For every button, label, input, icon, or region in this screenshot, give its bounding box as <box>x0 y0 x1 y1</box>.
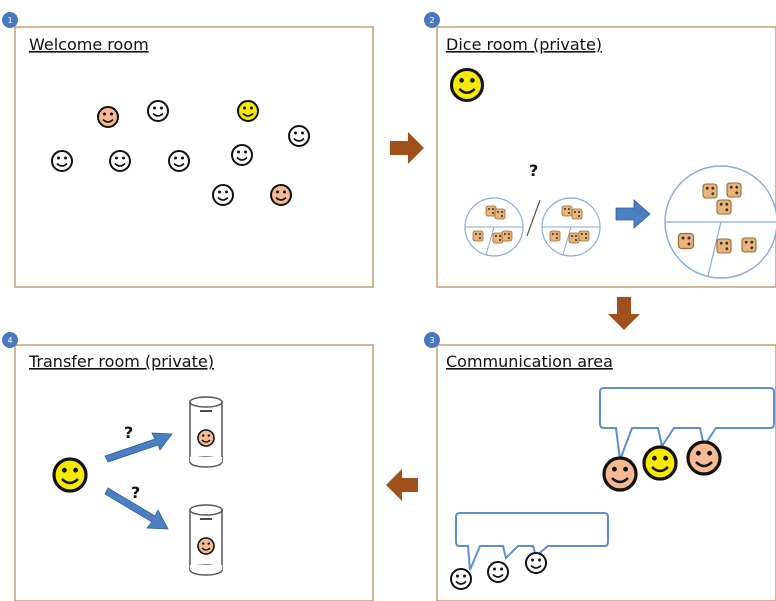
dice-icon <box>568 232 580 244</box>
smiley-icon <box>197 429 215 447</box>
panel-number-badge: 4 <box>2 332 18 348</box>
panel-welcome-room: 1 Welcome room <box>2 12 374 288</box>
panel-transfer-room: 4 Transfer room (private) ? ? <box>2 332 374 601</box>
dice-icon <box>716 238 732 254</box>
panel-number-badge: 3 <box>424 332 440 348</box>
smiley-icon <box>97 106 119 128</box>
smiley-icon <box>450 568 472 590</box>
dice-icon <box>726 182 742 198</box>
panel-border <box>14 26 374 288</box>
coin-can-icon <box>189 396 223 468</box>
smiley-icon <box>168 150 190 172</box>
dice-icon <box>501 230 513 242</box>
dice-icon <box>578 230 590 242</box>
panel-title: Transfer room (private) <box>28 352 214 371</box>
speech-bubble-icon <box>599 387 775 461</box>
question-mark: ? <box>131 483 140 502</box>
dice-icon <box>492 232 504 244</box>
smiley-icon <box>449 67 485 103</box>
arrow-icon <box>104 487 169 530</box>
dice-icon <box>549 230 561 242</box>
coin-can-icon <box>189 504 223 576</box>
dice-icon <box>677 232 695 250</box>
speech-bubble-icon <box>455 512 609 571</box>
panel-title: Dice room (private) <box>446 35 602 54</box>
arrow-icon <box>104 432 173 463</box>
smiley-icon <box>109 150 131 172</box>
dice-icon <box>716 199 732 215</box>
badge-number: 3 <box>429 336 434 345</box>
panel-title: Welcome room <box>29 35 149 54</box>
question-mark: ? <box>529 161 538 180</box>
smiley-icon <box>602 456 638 492</box>
dice-icon <box>472 230 484 242</box>
badge-number: 1 <box>7 16 12 25</box>
dice-icon <box>571 208 583 220</box>
dice-icon <box>494 208 506 220</box>
badge-number: 2 <box>429 16 434 25</box>
smiley-icon <box>237 100 259 122</box>
slash-divider <box>526 199 541 237</box>
panel-communication-area: 3 Communication area <box>424 332 776 601</box>
dice-icon <box>561 205 573 217</box>
smiley-icon <box>686 440 722 476</box>
smiley-icon <box>212 184 234 206</box>
dice-icon <box>741 237 757 253</box>
flow-arrow-right <box>390 132 424 164</box>
smiley-icon <box>52 457 88 493</box>
dice-plate-small <box>464 197 524 257</box>
panel-title: Communication area <box>446 352 613 371</box>
panel-number-badge: 2 <box>424 12 440 28</box>
smiley-icon <box>51 150 73 172</box>
smiley-icon <box>270 184 292 206</box>
smiley-icon <box>197 537 215 555</box>
smiley-icon <box>288 125 310 147</box>
flow-arrow-down <box>608 297 640 330</box>
smiley-icon <box>642 445 678 481</box>
smiley-icon <box>487 561 509 583</box>
badge-number: 4 <box>7 336 12 345</box>
smiley-icon <box>147 100 169 122</box>
dice-icon <box>485 205 497 217</box>
dice-plate-small <box>541 197 601 257</box>
arrow-icon <box>615 199 651 229</box>
smiley-icon <box>231 144 253 166</box>
dice-plate-large <box>664 165 776 279</box>
flow-arrow-left <box>386 469 418 501</box>
panel-number-badge: 1 <box>2 12 18 28</box>
dice-icon <box>702 183 718 199</box>
question-mark: ? <box>124 423 133 442</box>
panel-dice-room: 2 Dice room (private) ? <box>424 12 776 288</box>
smiley-icon <box>525 552 547 574</box>
